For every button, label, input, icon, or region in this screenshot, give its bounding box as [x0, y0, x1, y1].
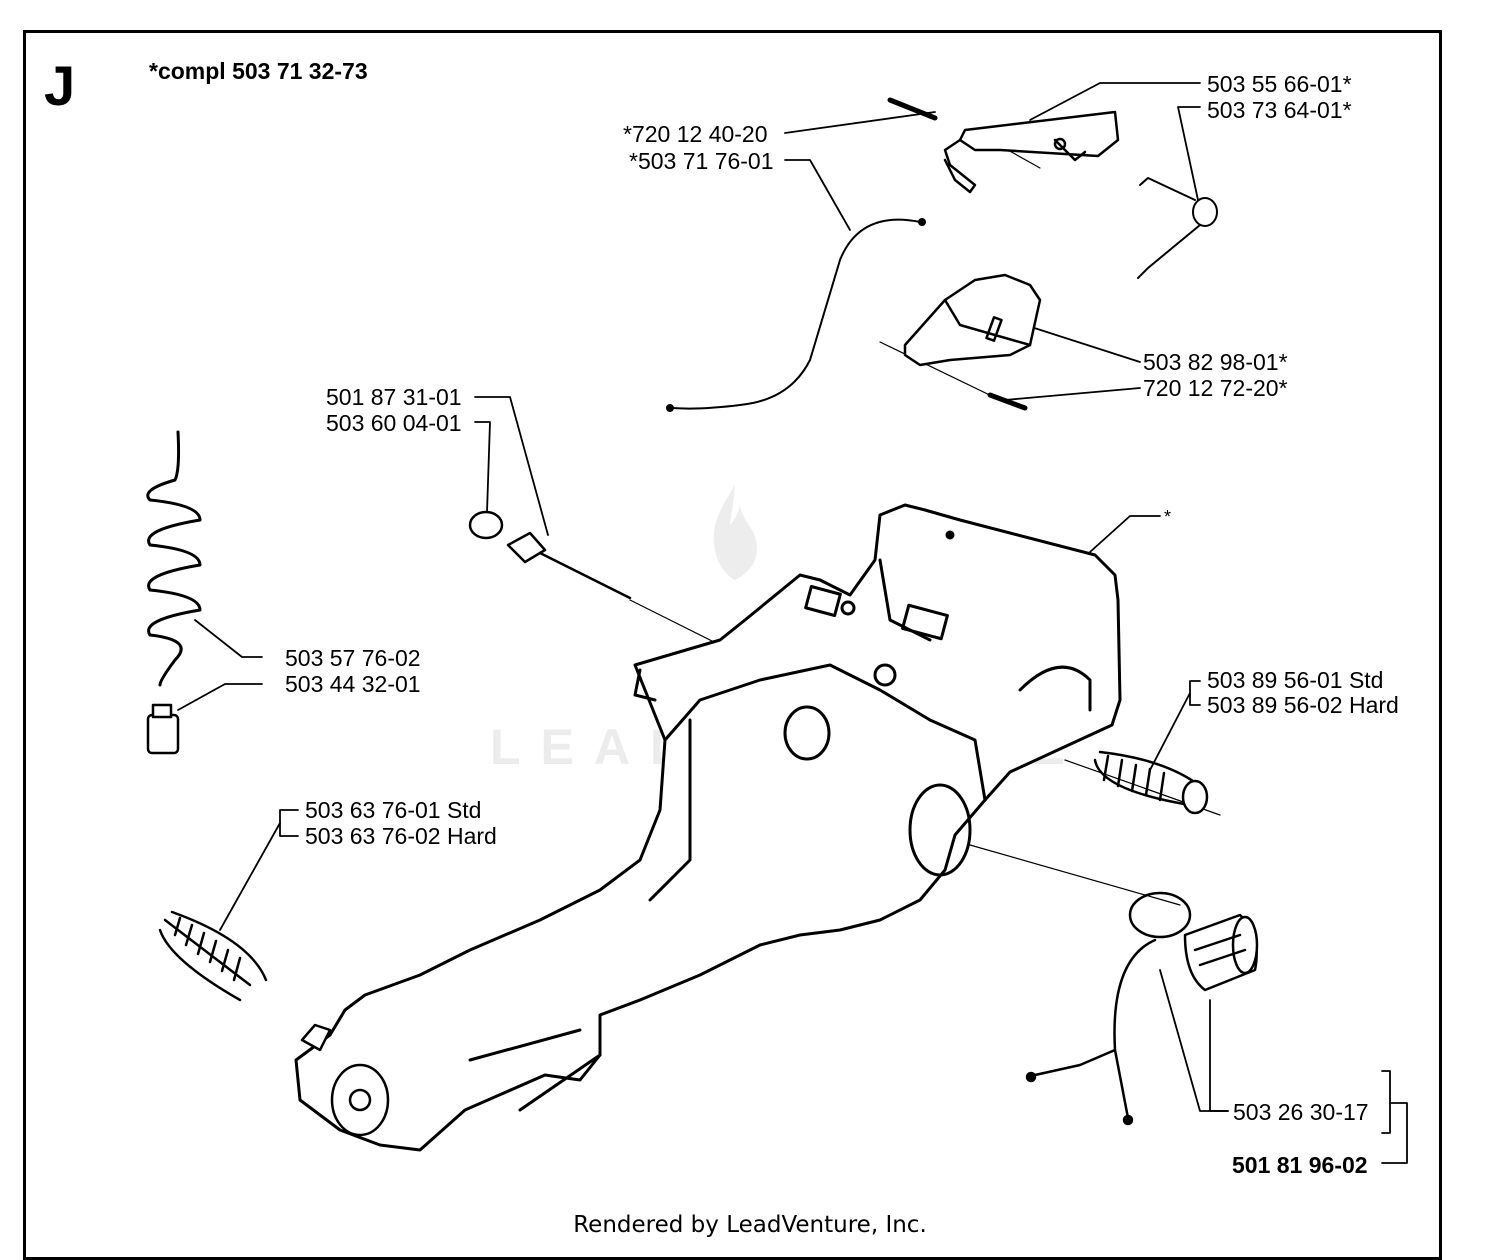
av-spring-right [1093, 750, 1209, 815]
pin-lower [987, 392, 1028, 411]
fuel-filter [146, 703, 180, 755]
assembly-note: *compl 503 71 32-73 [149, 58, 368, 84]
fuel-hose [146, 430, 202, 687]
section-letter: J [44, 54, 76, 117]
pin-top [887, 97, 938, 121]
part-label-720-12-72-20: 720 12 72-20* [1143, 375, 1288, 401]
main-housing [294, 503, 1122, 1152]
part-label-503-89-56-01: 503 89 56-01 Std [1207, 667, 1384, 693]
part-label-503-89-56-02: 503 89 56-02 Hard [1207, 692, 1399, 718]
fuel-cap [1025, 891, 1259, 1126]
part-label-503-82-98-01: 503 82 98-01* [1143, 349, 1288, 375]
part-label-503-63-76-02: 503 63 76-02 Hard [305, 823, 497, 849]
throttle-lockout [903, 273, 1042, 367]
part-label-503-55-66-01: 503 55 66-01* [1207, 71, 1352, 97]
flame-logo-icon [713, 485, 757, 580]
av-spring-rear [158, 910, 268, 1002]
part-label-501-87-31-01: 501 87 31-01 [326, 384, 462, 410]
leader-lines [177, 82, 1408, 1164]
rear-fan-housing [300, 1023, 390, 1137]
part-label-star: * [1164, 507, 1172, 527]
plug-and-rod [468, 510, 632, 600]
footer-credit: Rendered by LeadVenture, Inc. [573, 1212, 927, 1238]
part-label-501-81-96-02: 501 81 96-02 [1232, 1152, 1368, 1178]
part-label-503-44-32-01: 503 44 32-01 [285, 671, 421, 697]
throttle-trigger [943, 110, 1120, 194]
part-label-503-71-76-01: *503 71 76-01 [629, 148, 774, 174]
part-label-503-57-76-02: 503 57 76-02 [285, 645, 421, 671]
trigger-spring [1137, 177, 1218, 279]
part-label-503-63-76-01: 503 63 76-01 Std [305, 797, 482, 823]
part-label-720-12-40-20: *720 12 40-20 [623, 121, 768, 147]
part-label-503-73-64-01: 503 73 64-01* [1207, 97, 1352, 123]
part-label-503-26-30-17: 503 26 30-17 [1233, 1099, 1369, 1125]
part-label-503-60-04-01: 503 60 04-01 [326, 410, 462, 436]
throttle-cable [666, 218, 926, 412]
